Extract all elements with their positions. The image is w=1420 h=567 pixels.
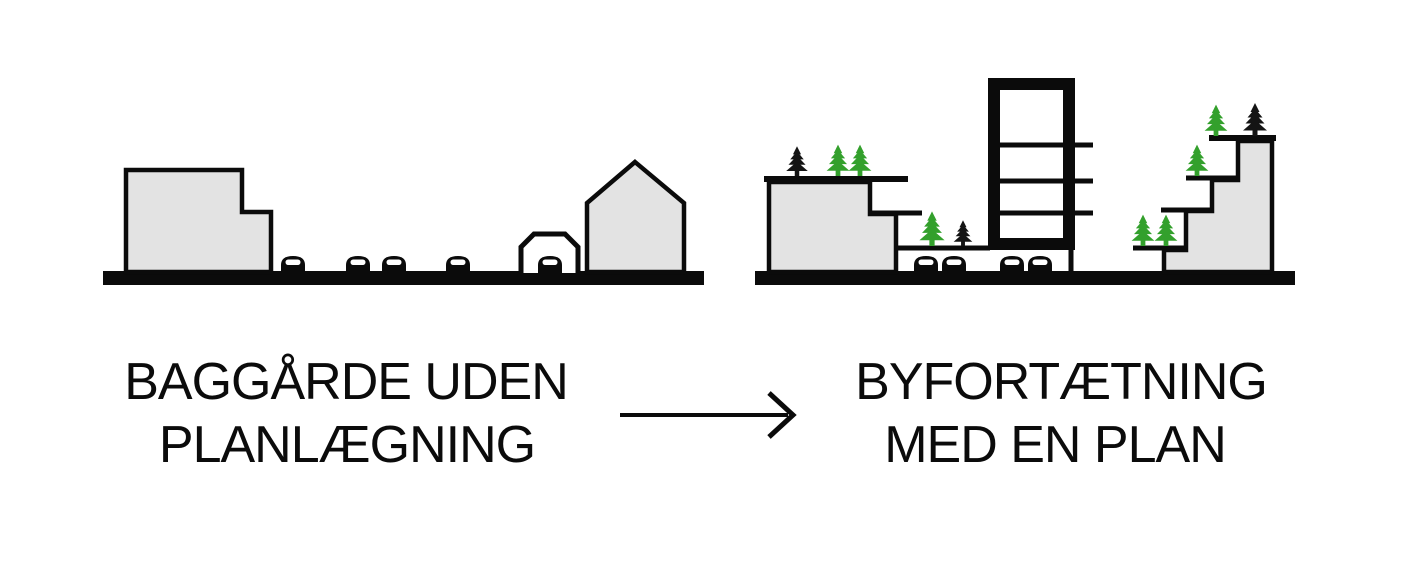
carport: [518, 231, 581, 273]
scene-after: [755, 78, 1295, 285]
pitched-roof-house: [584, 159, 687, 275]
car-icon: [1000, 256, 1024, 273]
caption-after-line2: MED EN PLAN: [884, 416, 1226, 474]
car-icon: [1028, 256, 1052, 273]
right-arrow: [620, 391, 797, 439]
tree-icon: [1185, 144, 1209, 176]
tower-block: [988, 78, 1075, 250]
car-icon: [538, 256, 562, 273]
car-icon: [382, 256, 406, 273]
tree-icon: [786, 146, 808, 176]
terraced-building: [766, 179, 899, 275]
tree-icon: [848, 144, 872, 176]
tree-icon: [1154, 214, 1178, 246]
car-icon: [942, 256, 966, 273]
ground-line: [755, 271, 1295, 285]
arrow-head: [767, 391, 797, 439]
car-icon: [281, 256, 305, 273]
tree-icon: [953, 220, 973, 246]
stepped-terrace-building: [1161, 138, 1275, 275]
car-icon: [446, 256, 470, 273]
tree-icon: [919, 211, 945, 246]
ground-line: [103, 271, 704, 285]
caption-before-line1: BAGGÅRDE UDEN: [124, 353, 568, 411]
l-shaped-building: [123, 167, 274, 275]
caption-after-line1: BYFORTÆTNING: [855, 353, 1267, 411]
tree-icon: [1131, 214, 1155, 246]
tree-icon: [1204, 104, 1228, 136]
caption-before-line2: PLANLÆGNING: [159, 416, 535, 474]
tree-icon: [1243, 103, 1267, 136]
car-icon: [914, 256, 938, 273]
scene-before: [103, 159, 704, 285]
tree-icon: [826, 144, 850, 176]
car-icon: [346, 256, 370, 273]
